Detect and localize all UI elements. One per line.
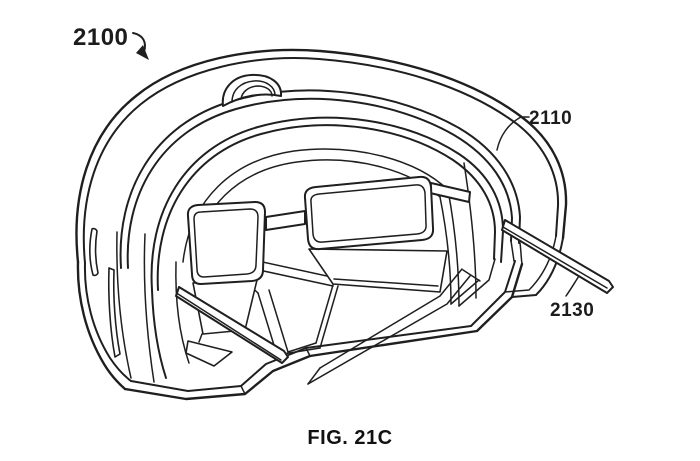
left-button-strip [107,267,121,358]
interior-cavity [182,148,496,385]
dome-button [221,73,283,107]
left-vent-slot [89,227,99,277]
temple-rod-right [501,219,614,294]
ref-label-2130: 2130 [550,300,595,321]
right-lens [303,175,435,251]
ref-label-2110: 2110 [529,108,573,129]
ref-2100-arrowhead [136,45,149,60]
left-lens [186,201,266,285]
headband-band [119,89,521,269]
figure-caption: FIG. 21C [307,427,393,449]
left-floor-step [185,340,233,367]
ref-label-2100: 2100 [73,24,129,51]
leader-2110 [496,116,530,151]
temple-rod-left [175,286,289,364]
right-display-panel [308,248,448,293]
glasses-bridge [265,210,306,231]
eyeglasses [186,175,471,293]
outer-shell [75,48,568,391]
callout-leaders [132,32,580,297]
leader-2130 [565,275,580,297]
